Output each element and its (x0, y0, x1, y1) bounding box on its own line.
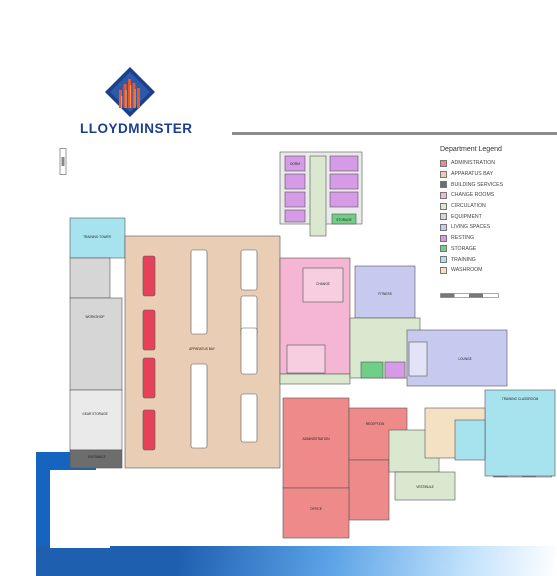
legend-swatch (440, 213, 447, 221)
reception-label: RECEPTION (366, 422, 385, 426)
dorm-room (284, 191, 306, 208)
gear-storage-room (69, 389, 123, 451)
lloydminster-logo-icon (105, 67, 155, 117)
dorm-room (284, 173, 306, 190)
legend-label: RESTING (451, 235, 475, 242)
training-tower-room (69, 217, 126, 259)
legend-item: CIRCULATION (440, 201, 557, 212)
gear-storage-label: GEAR STORAGE (82, 412, 107, 416)
dorm-room (284, 155, 306, 172)
lounge-room (406, 329, 508, 387)
legend-label: ADMINISTRATION (451, 160, 495, 167)
department-legend: Department Legend ADMINISTRATION APPARATU… (440, 146, 557, 276)
training-classroom-room (484, 389, 556, 477)
legend-swatch (440, 181, 447, 189)
storage-room (331, 213, 357, 225)
legend-swatch (440, 191, 447, 199)
legend-label: CIRCULATION (451, 203, 486, 210)
lounge-label: LOUNGE (458, 357, 471, 361)
header-rule (232, 132, 557, 135)
decorative-gradient-band (180, 546, 557, 576)
legend-label: EQUIPMENT (451, 213, 482, 220)
legend-swatch (440, 256, 447, 264)
legend-label: CHANGE ROOMS (451, 192, 495, 199)
legend-label: APPARATUS BAY (451, 171, 494, 178)
legend-swatch (440, 245, 447, 253)
legend-item: APPARATUS BAY (440, 169, 557, 180)
legend-item: BUILDING SERVICES (440, 179, 557, 190)
apparatus-bay-label: APPARATUS BAY (189, 347, 216, 351)
decorative-white-notch (50, 470, 110, 548)
legend-item: LIVING SPACES (440, 222, 557, 233)
legend-item: RESTING (440, 233, 557, 244)
legend-items: ADMINISTRATION APPARATUS BAY BUILDING SERV… (440, 158, 557, 276)
dorm-room (284, 209, 306, 223)
scale-bar-icon (440, 293, 499, 298)
fitness-room (354, 265, 416, 319)
lloydminster-wordmark: LLOYDMINSTER (80, 121, 193, 136)
floor-plan: TRAINING TOWER APPARATUS BAY WORKSHOP GE… (69, 151, 556, 539)
legend-label: WASHROOM (451, 267, 483, 274)
legend-swatch (440, 266, 447, 274)
workshop-label: WORKSHOP (86, 315, 105, 319)
change-label: CHANGE (316, 282, 330, 286)
legend-item: STORAGE (440, 244, 557, 255)
legend-item: TRAINING (440, 254, 557, 265)
dorm-room (329, 155, 359, 172)
legend-label: TRAINING (451, 256, 476, 263)
legend-swatch (440, 223, 447, 231)
legend-swatch (440, 234, 447, 242)
fitness-label: FITNESS (378, 292, 391, 296)
storage-label: STORAGE (336, 218, 352, 222)
vestibule-label: VESTIBULE (416, 485, 434, 489)
corridor (309, 155, 327, 237)
legend-item: WASHROOM (440, 265, 557, 276)
legend-label: LIVING SPACES (451, 224, 491, 231)
legend-swatch (440, 170, 447, 178)
training-classroom-label: TRAINING CLASSROOM (502, 397, 539, 401)
dorm-room (329, 173, 359, 190)
legend-title: Department Legend (440, 146, 502, 153)
dorm-label: DORM (290, 162, 300, 166)
dorm-room (329, 191, 359, 208)
office-label: OFFICE (310, 507, 322, 511)
legend-label: STORAGE (451, 245, 477, 252)
legend-swatch (440, 159, 447, 167)
administration-room (282, 397, 350, 489)
legend-label: BUILDING SERVICES (451, 181, 504, 188)
training-tower-label: TRAINING TOWER (83, 235, 112, 239)
legend-item: ADMINISTRATION (440, 158, 557, 169)
administration-label: ADMINISTRATION (302, 437, 330, 441)
key-plan-icon (59, 148, 67, 175)
legend-item: EQUIPMENT (440, 211, 557, 222)
legend-swatch (440, 202, 447, 210)
entrance-label: ENTRANCE (88, 455, 106, 459)
legend-item: CHANGE ROOMS (440, 190, 557, 201)
